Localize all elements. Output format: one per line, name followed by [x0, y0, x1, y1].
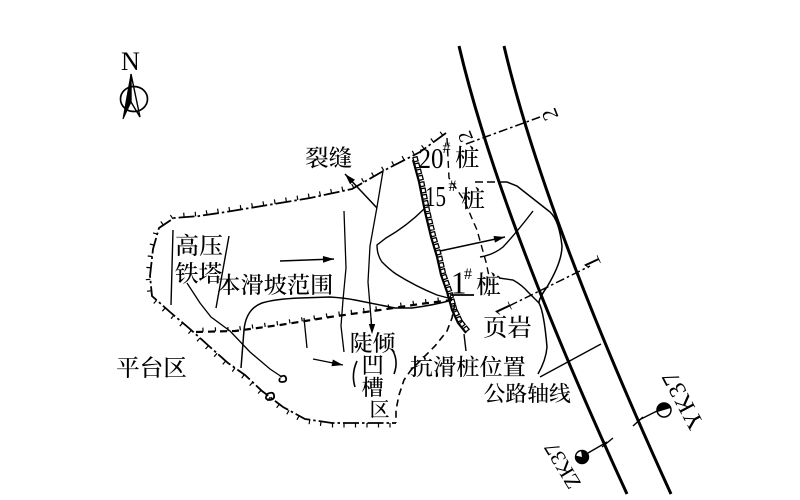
svg-text:N: N — [121, 47, 140, 76]
svg-text:1: 1 — [451, 266, 467, 301]
svg-text:#: # — [443, 140, 451, 157]
svg-text:20: 20 — [419, 143, 444, 175]
svg-text:#: # — [464, 266, 472, 283]
svg-text:15: 15 — [425, 181, 446, 213]
svg-text:#: # — [449, 178, 457, 195]
